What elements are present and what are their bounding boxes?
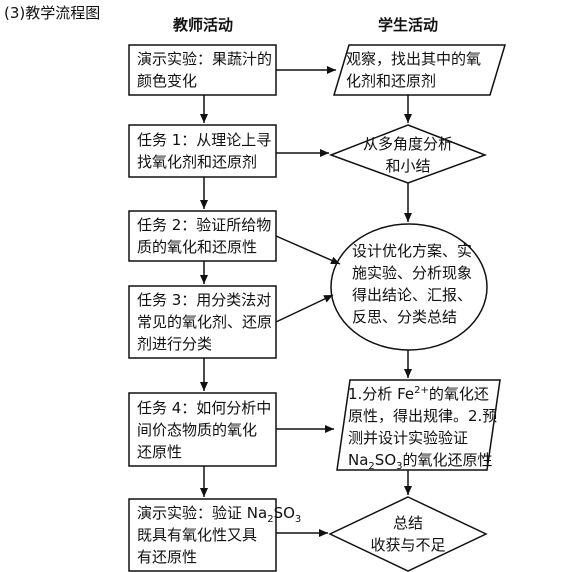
student-design-ellipse [330, 223, 488, 351]
student-analyze: 从多角度分析 和小结 [358, 133, 458, 177]
teacher-step-4-line-2: 常见的氧化剂、还原 [137, 313, 273, 331]
student-fe-line-3: 测并设计实验验证 [348, 429, 469, 447]
student-analyze-line-1: 从多角度分析 [362, 135, 453, 153]
teacher-step-4: 任务 3：用分类法对 常见的氧化剂、还原 剂进行分类 [137, 289, 272, 355]
teacher-step-4-line-3: 剂进行分类 [137, 335, 213, 353]
teacher-step-3-line-1: 任务 2：验证所给物 [137, 216, 272, 234]
teacher-step-2-line-2: 找氧化剂和还原剂 [137, 153, 258, 171]
student-observe: 观察，找出其中的氧 化剂和还原剂 [346, 48, 481, 92]
teacher-step-1-line-1: 演示实验：果蔬汁的 [137, 50, 273, 68]
student-summary-line-2: 收获与不足 [370, 536, 446, 554]
student-summary-diamond [328, 496, 488, 572]
teacher-box-1 [128, 44, 277, 96]
teacher-step-4-line-1: 任务 3：用分类法对 [137, 291, 272, 309]
page-title: (3)教学流程图 [4, 4, 101, 22]
teacher-step-5-line-2: 间价态物质的氧化 [137, 421, 258, 439]
teacher-step-5-line-1: 任务 4：如何分析中 [137, 399, 272, 417]
teacher-step-6-line-3: 有还原性 [137, 548, 198, 566]
teacher-column-header: 教师活动 [173, 16, 234, 34]
teacher-box-4 [128, 285, 277, 359]
student-design-line-1: 设计优化方案、实 [352, 242, 473, 260]
student-fe-parallelogram [336, 379, 501, 471]
student-column-header: 学生活动 [378, 16, 439, 34]
teacher-box-3 [128, 210, 277, 262]
teacher-box-6 [128, 498, 277, 572]
teacher-step-1: 演示实验：果蔬汁的 颜色变化 [137, 48, 272, 92]
student-design-line-4: 反思、分类总结 [352, 308, 458, 326]
student-design-line-3: 得出结论、汇报、 [352, 286, 473, 304]
student-fe-analysis: 1.分析 Fe2+的氧化还 原性，得出规律。2.预 测并设计实验验证 Na2SO… [348, 383, 498, 472]
teacher-step-3: 任务 2：验证所给物 质的氧化和还原性 [137, 214, 271, 258]
student-summary-line-1: 总结 [392, 514, 423, 532]
student-analyze-line-2: 和小结 [385, 157, 431, 175]
teacher-box-5 [128, 392, 277, 467]
teacher-step-6-line-2: 既具有氧化性又具 [137, 526, 258, 544]
student-observe-line-2: 化剂和还原剂 [346, 72, 437, 90]
student-fe-line-1: 1.分析 Fe2+的氧化还 [348, 385, 489, 403]
student-design: 设计优化方案、实 施实验、分析现象 得出结论、汇报、 反思、分类总结 [352, 240, 472, 328]
teacher-step-5-line-3: 还原性 [137, 443, 183, 461]
teacher-box-2 [128, 124, 277, 178]
student-fe-line-2: 原性，得出规律。2.预 [348, 407, 498, 425]
teacher-step-3-line-2: 质的氧化和还原性 [137, 238, 258, 256]
student-fe-line-4: Na2SO3的氧化还原性 [348, 451, 493, 472]
teacher-step-6-line-1: 演示实验：验证 Na2SO3 [137, 504, 302, 525]
teacher-step-2: 任务 1：从理论上寻 找氧化剂和还原剂 [137, 129, 271, 173]
teacher-step-2-line-1: 任务 1：从理论上寻 [137, 131, 272, 149]
student-observe-parallelogram [332, 44, 507, 96]
student-design-line-2: 施实验、分析现象 [352, 264, 473, 282]
teacher-step-5: 任务 4：如何分析中 间价态物质的氧化 还原性 [137, 397, 271, 463]
teacher-step-1-line-2: 颜色变化 [137, 72, 198, 90]
student-observe-line-1: 观察，找出其中的氧 [346, 50, 482, 68]
teacher-step-6: 演示实验：验证 Na2SO3 既具有氧化性又具 有还原性 [137, 502, 301, 568]
student-summary: 总结 收获与不足 [358, 512, 458, 556]
